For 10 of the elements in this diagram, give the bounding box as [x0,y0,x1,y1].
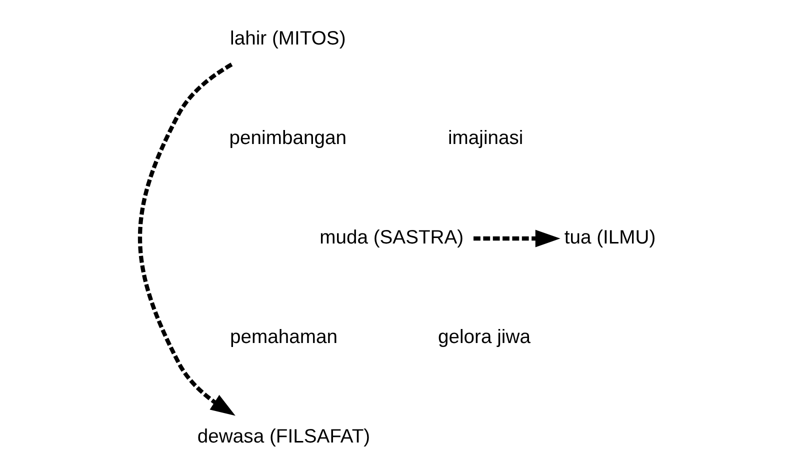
node-text: tua (ILMU) [564,226,656,248]
arrow [474,229,560,247]
label: pemahaman [230,326,338,348]
node-text: lahir (MITOS) [230,27,346,50]
label: imajinasi [448,126,524,149]
arrow [138,62,236,416]
label: gelora jiwa [438,326,530,348]
node-text: muda (SASTRA) [320,226,464,248]
node-text: dewasa (FILSAFAT) [197,425,370,448]
label: penimbangan [229,126,347,149]
